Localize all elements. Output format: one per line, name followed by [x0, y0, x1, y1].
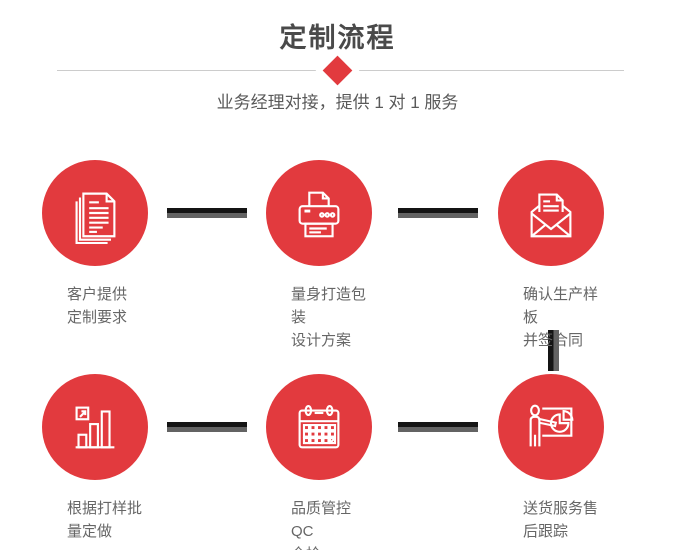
printer-icon — [298, 191, 340, 238]
step-label: 品质管控QC 全检 — [291, 500, 352, 550]
step-circle — [42, 374, 148, 480]
step-label: 客户提供 定制要求 — [67, 286, 128, 326]
page-title: 定制流程 — [279, 23, 396, 53]
presenter-board-icon — [529, 404, 574, 447]
process-step-6: 送货服务售 后跟踪 — [498, 374, 604, 540]
step-circle — [498, 160, 604, 266]
open-envelope-icon — [530, 193, 572, 238]
page-subtitle: 业务经理对接，提供 1 对 1 服务 — [216, 93, 459, 112]
connector-horizontal-2 — [398, 208, 478, 218]
process-step-4: 根据打样批 量定做 — [42, 374, 148, 540]
step-label: 量身打造包装 设计方案 — [291, 286, 367, 349]
connector-vertical — [548, 330, 559, 371]
bar-chart-icon — [75, 406, 115, 449]
step-label: 根据打样批 量定做 — [67, 500, 143, 540]
connector-horizontal-3 — [167, 422, 247, 432]
process-step-1: 客户提供 定制要求 — [42, 160, 148, 326]
step-circle — [266, 160, 372, 266]
step-label: 确认生产样板 并签合同 — [523, 286, 599, 349]
step-label: 送货服务售 后跟踪 — [523, 500, 599, 540]
connector-horizontal-4 — [398, 422, 478, 432]
process-step-3: 确认生产样板 并签合同 — [498, 160, 604, 349]
step-circle — [498, 374, 604, 480]
step-circle — [42, 160, 148, 266]
process-step-2: 量身打造包装 设计方案 — [266, 160, 372, 349]
process-step-5: 品质管控QC 全检 — [266, 374, 372, 550]
diamond-icon — [322, 55, 353, 86]
connector-horizontal-1 — [167, 208, 247, 218]
calendar-icon — [298, 405, 340, 449]
documents-icon — [75, 192, 116, 244]
step-circle — [266, 374, 372, 480]
